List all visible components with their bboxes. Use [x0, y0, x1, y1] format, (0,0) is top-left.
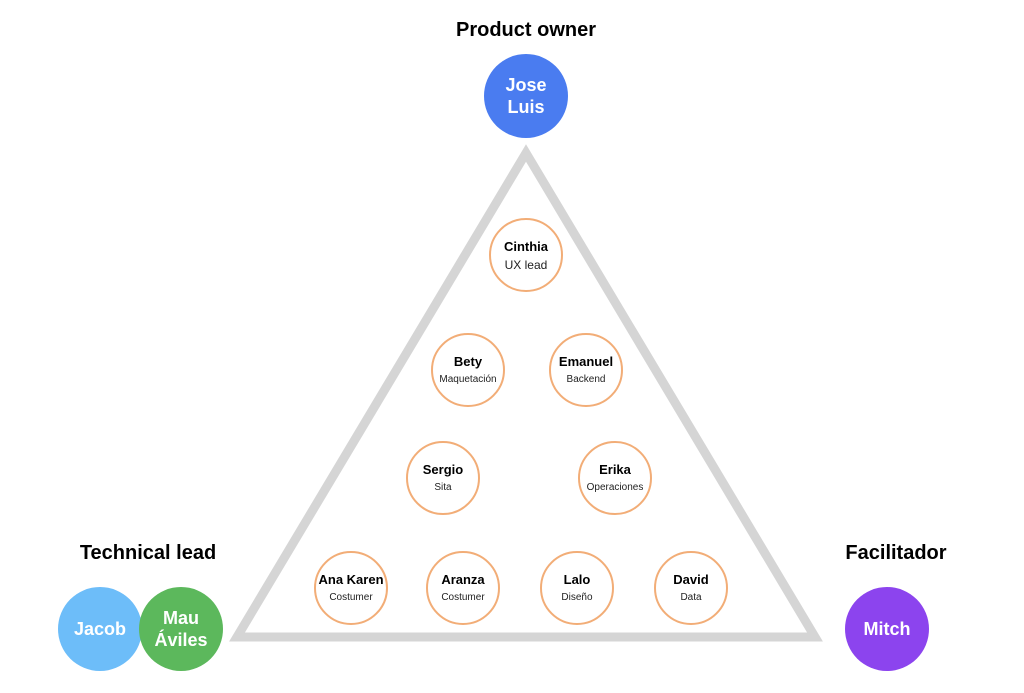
member-name: Bety	[453, 353, 483, 369]
team-member-emanuel: Emanuel Backend	[549, 333, 623, 407]
team-member-aranza: Aranza Costumer	[426, 551, 500, 625]
person-name-line2: Áviles	[154, 630, 208, 650]
member-role: UX lead	[504, 257, 548, 272]
person-name-line1: Jose	[505, 75, 547, 95]
member-role: Costumer	[329, 591, 373, 603]
facilitador-heading: Facilitador	[845, 542, 947, 564]
member-name: Ana Karen	[318, 571, 384, 587]
pyramid-triangle	[229, 144, 823, 642]
team-member-erika: Erika Operaciones	[578, 441, 652, 515]
member-name: Erika	[599, 461, 631, 477]
member-name: Cinthia	[503, 238, 549, 254]
member-name: Aranza	[441, 571, 485, 587]
product-owner-heading: Product owner	[455, 19, 596, 41]
person-name-line2: Luis	[507, 97, 545, 117]
member-role: Maquetación	[439, 373, 497, 385]
member-name: Lalo	[563, 571, 591, 587]
technical-lead-heading: Technical lead	[79, 542, 217, 564]
member-role: Data	[680, 591, 702, 603]
member-role: Diseño	[561, 591, 593, 603]
member-role: Backend	[566, 373, 606, 385]
member-name: David	[673, 571, 709, 587]
member-role: Sita	[434, 481, 452, 493]
person-name-line1: Mau	[162, 608, 199, 628]
product-owner-avatar: Jose Luis	[484, 54, 568, 138]
technical-lead-avatar-jacob: Jacob	[58, 587, 142, 671]
team-member-david: David Data	[654, 551, 728, 625]
facilitador-avatar: Mitch	[845, 587, 929, 671]
team-member-cinthia: Cinthia UX lead	[489, 218, 563, 292]
member-name: Emanuel	[558, 353, 614, 369]
technical-lead-avatar-mau: Mau Áviles	[139, 587, 223, 671]
team-member-sergio: Sergio Sita	[406, 441, 480, 515]
member-name: Sergio	[422, 461, 464, 477]
member-role: Costumer	[441, 591, 485, 603]
person-name-line1: Jacob	[73, 619, 127, 639]
team-member-ana-karen: Ana Karen Costumer	[314, 551, 388, 625]
person-name-line1: Mitch	[863, 619, 911, 639]
member-role: Operaciones	[586, 481, 644, 493]
team-member-bety: Bety Maquetación	[431, 333, 505, 407]
team-member-lalo: Lalo Diseño	[540, 551, 614, 625]
